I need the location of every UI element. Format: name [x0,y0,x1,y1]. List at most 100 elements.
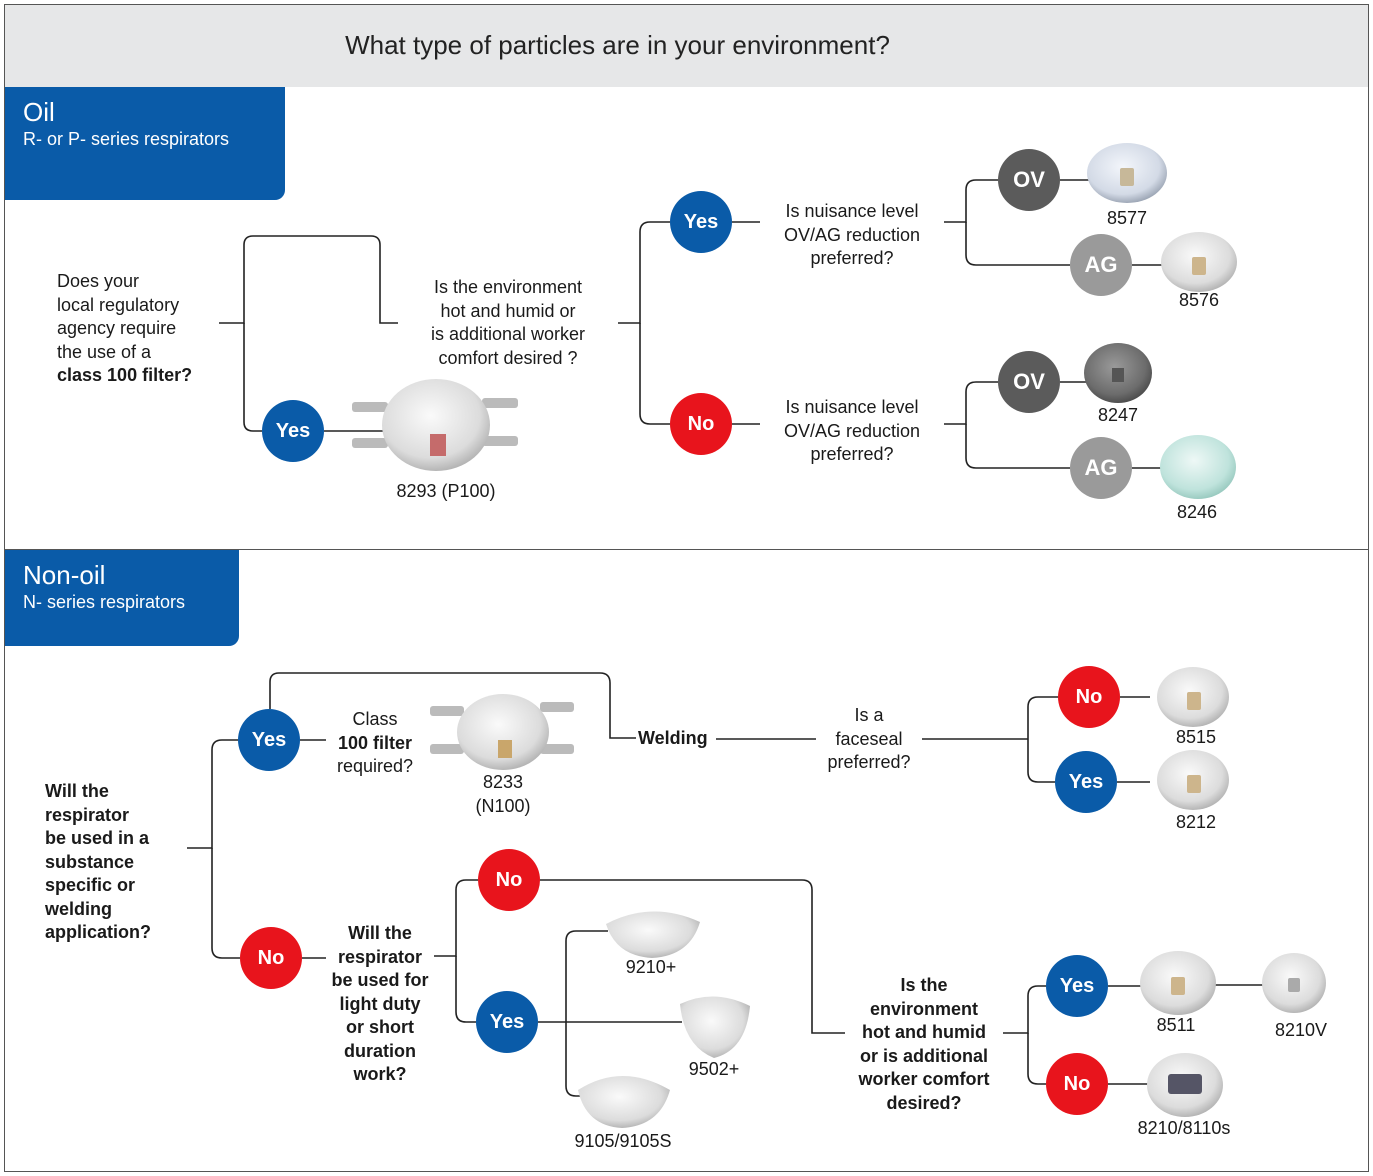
text-line: Is the environment [433,277,583,297]
text-line: work? [353,1064,407,1084]
text-line: duration [344,1040,416,1061]
ag-badge: AG [1070,234,1132,296]
nonoil-subtitle: N- series respirators [23,592,186,612]
text-line: Will the [45,781,109,801]
product-label-9105: 9105/9105S [574,1131,672,1151]
text-line: preferred? [827,752,911,772]
page-title: What type of particles are in your envir… [345,30,890,60]
yes-badge: Yes [262,400,324,462]
product-label-8515: 8515 [1175,727,1217,747]
product-label-8511: 8511 [1156,1015,1196,1035]
respirator-8212-image [1157,750,1229,810]
respirator-8577-image [1087,143,1167,203]
welding-label: Welding [636,727,710,751]
text-line: Will the [348,923,412,943]
text-line: or short [345,1017,414,1037]
text-line-bold: 100 filter [337,732,413,753]
product-label-8577: 8577 [1106,208,1148,228]
text-line: hot and humid [862,1022,986,1042]
respirator-8233-image [430,694,574,770]
respirator-8515-image [1157,667,1229,727]
product-label-9210: 9210+ [625,957,677,977]
question-nuisance-yes: Is nuisance level OV/AG reduction prefer… [760,200,944,271]
question-hot-humid-oil: Is the environment hot and humid or is a… [398,276,618,370]
yes-badge: Yes [1046,955,1108,1017]
section-divider [5,549,1368,550]
no-badge: No [1046,1053,1108,1115]
text-line: welding [45,898,112,919]
text-line: comfort desired ? [438,347,578,368]
text-line: faceseal [835,728,903,749]
question-class-100-nonoil: Class 100 filter required? [326,708,424,779]
nonoil-section-tab: Non-oil N- series respirators [5,550,239,646]
question-hot-humid-nonoil: Is the environment hot and humid or is a… [845,974,1003,1115]
product-label-9502: 9502+ [688,1059,740,1079]
product-label-8576: 8576 [1178,290,1220,310]
text-line: Is the [900,975,948,995]
text-line: required? [336,756,414,776]
yes-badge: Yes [238,709,300,771]
question-class-100-filter: Does your local regulatory agency requir… [55,270,219,388]
text-line: worker comfort [858,1069,990,1089]
question-nuisance-no: Is nuisance level OV/AG reduction prefer… [760,396,944,467]
question-light-duty: Will the respirator be used for light du… [326,922,434,1087]
text-line-bold: class 100 filter? [57,365,193,385]
text-line: respirator [337,946,423,967]
text-line: environment [869,998,979,1019]
text-line: Is a [854,705,884,725]
text-line: respirator [45,804,130,825]
yes-badge: Yes [670,191,732,253]
text-line: preferred? [810,248,894,268]
text-line: the use of a [57,341,152,362]
text-line: be used for [331,970,429,990]
product-label-8210v: 8210V [1274,1020,1328,1040]
text-line: be used in a [45,828,150,848]
text-line: Is nuisance level [785,397,919,417]
respirator-8210-image [1147,1053,1223,1117]
text-line: Is nuisance level [785,201,919,221]
no-badge: No [240,927,302,989]
text-line: is additional worker [430,324,586,344]
oil-subtitle: R- or P- series respirators [23,129,230,149]
ag-badge: AG [1070,437,1132,499]
respirator-8210v-image [1262,953,1326,1013]
nonoil-title: Non-oil [23,560,106,590]
text-line: or is additional [859,1045,988,1066]
respirator-9502-image [680,996,750,1058]
yes-badge: Yes [1055,751,1117,813]
product-label-8212: 8212 [1175,812,1217,832]
text-line: hot and humid or [440,300,576,321]
respirator-8576-image [1161,232,1237,292]
no-badge: No [1058,666,1120,728]
product-label-8233: 8233 [482,772,524,792]
text-line: desired? [886,1092,962,1113]
text-line: Does your [57,271,140,291]
text-line: substance [45,851,135,872]
product-label-n100: (N100) [475,796,531,816]
text-line: specific or [45,875,136,895]
respirator-9105-image [578,1076,670,1128]
respirator-8247-image [1084,343,1152,403]
header-band [5,5,1368,87]
product-label-8246: 8246 [1176,502,1218,522]
text-line: preferred? [810,444,894,464]
oil-section-tab: Oil R- or P- series respirators [5,87,285,200]
no-badge: No [670,393,732,455]
product-label-8210: 8210/8110s [1137,1118,1231,1138]
text-line: OV/AG reduction [783,420,921,441]
text-line: OV/AG reduction [783,224,921,245]
page-frame [4,4,1369,1172]
respirator-9210-image [606,911,700,958]
text-line: light duty [339,993,421,1014]
respirator-8293-image [352,379,518,471]
no-badge: No [478,849,540,911]
respirator-8511-image [1140,951,1216,1015]
product-label-8293: 8293 (P100) [396,481,496,501]
product-label-8247: 8247 [1097,405,1139,425]
question-substance-specific: Will the respirator be used in a substan… [43,780,187,945]
yes-badge: Yes [476,991,538,1053]
text-line: application? [45,922,152,942]
oil-title: Oil [23,97,55,127]
question-faceseal: Is a faceseal preferred? [816,704,922,775]
